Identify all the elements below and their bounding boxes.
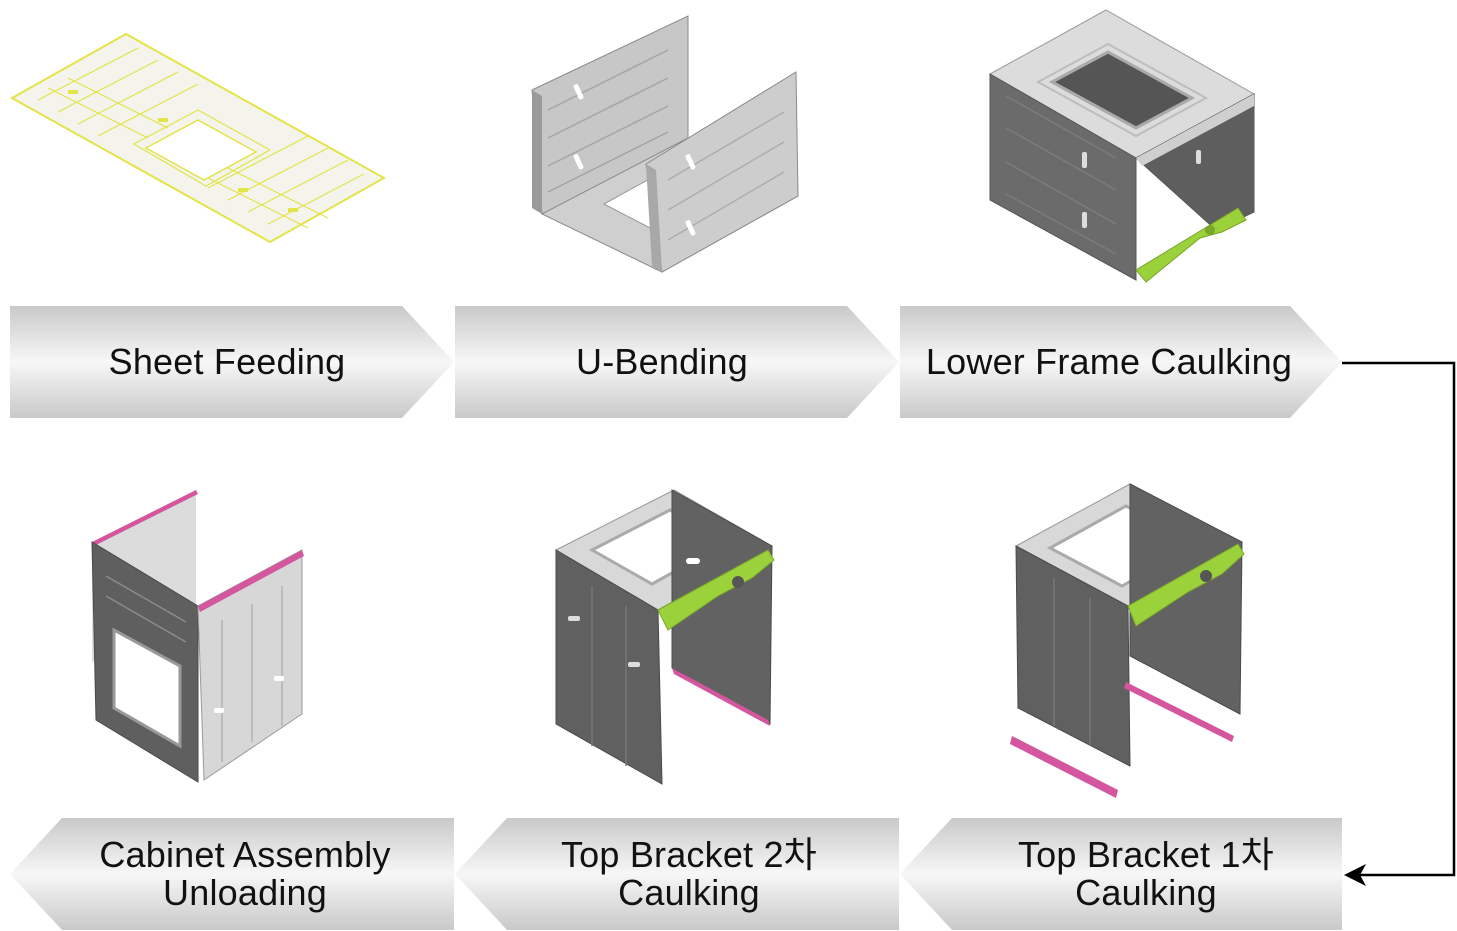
step-label: Top Bracket 1차 Caulking xyxy=(950,818,1342,930)
step-label-line-2: Caulking xyxy=(618,872,760,913)
step-cabinet-assembly-unloading: Cabinet Assembly Unloading xyxy=(10,818,454,930)
step-label-line-2: Unloading xyxy=(163,872,327,913)
step-label-line-1: Cabinet Assembly xyxy=(99,834,391,875)
step-top-bracket-1-caulking: Top Bracket 1차 Caulking xyxy=(900,818,1342,930)
step-label: U-Bending xyxy=(455,306,869,418)
lower-frame-box-illustration xyxy=(988,9,1256,283)
arrow-shape-right xyxy=(10,306,454,418)
step-lower-frame-caulking: Lower Frame Caulking xyxy=(900,306,1342,418)
arrow-shape-right xyxy=(900,306,1342,418)
arrowhead-left-icon xyxy=(1344,864,1366,886)
flat-sheet-illustration xyxy=(9,32,387,244)
top-bracket-2-illustration xyxy=(554,489,775,785)
arrow-shape-left xyxy=(455,818,899,930)
u-bent-illustration xyxy=(531,15,800,273)
step-label: Cabinet Assembly Unloading xyxy=(36,818,454,930)
arrow-shape-right xyxy=(455,306,899,418)
step-label: Top Bracket 2차 Caulking xyxy=(481,818,897,930)
top-bracket-1-illustration xyxy=(1010,483,1245,798)
step-label-line-2: Caulking xyxy=(1075,872,1217,913)
step-label-line-1: Top Bracket 2차 xyxy=(560,834,818,875)
step-top-bracket-2-caulking: Top Bracket 2차 Caulking xyxy=(455,818,899,930)
step-label-line-1: Top Bracket 1차 xyxy=(1017,834,1275,875)
step-label-line-1: Sheet Feeding xyxy=(108,341,346,382)
step-label: Sheet Feeding xyxy=(10,306,444,418)
cabinet-assembly-illustration xyxy=(91,490,304,783)
step-label: Lower Frame Caulking xyxy=(900,306,1318,418)
step-label-line-1: U-Bending xyxy=(576,341,748,382)
step-u-bending: U-Bending xyxy=(455,306,899,418)
arrow-shape-left xyxy=(10,818,454,930)
step-sheet-feeding: Sheet Feeding xyxy=(10,306,454,418)
step-label-line-1: Lower Frame Caulking xyxy=(925,341,1293,382)
arrow-shape-left xyxy=(900,818,1342,930)
connector-line xyxy=(1342,361,1456,877)
